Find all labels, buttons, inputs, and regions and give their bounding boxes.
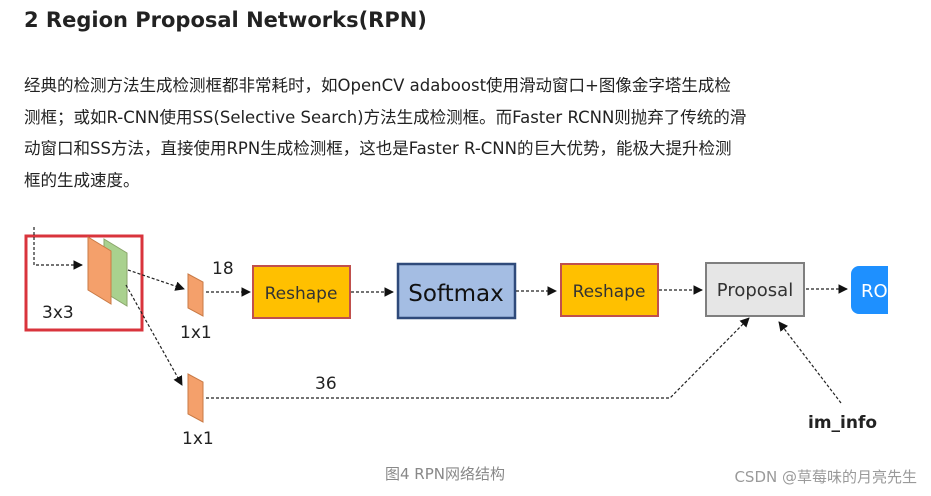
top-branch-label: 18 [212,259,234,279]
intro-paragraph: 经典的检测方法生成检测框都非常耗时，如OpenCV adaboost使用滑动窗口… [24,70,904,196]
csdn-watermark: CSDN @草莓味的月亮先生 [734,468,917,486]
feature-map-orange [87,236,112,305]
roi-label: RO [861,281,888,302]
paragraph-line: 测框；或如R-CNN使用SS(Selective Search)方法生成检测框。… [24,107,747,127]
proposal-box [705,262,805,317]
conv-to-bottom-kernel [125,284,183,386]
reshape-label-1: Reshape [265,284,338,304]
conv-to-top-kernel [127,269,185,291]
bottom-branch-label: 36 [315,374,337,394]
bottom-to-proposal-arrow [206,317,750,399]
top-kernel-label: 1x1 [180,323,212,343]
figure-caption: 图4 RPN网络结构 [385,465,506,483]
softmax-label: Softmax [408,281,504,307]
paragraph-line: 动窗口和SS方法，直接使用RPN生成检测框，这也是Faster R-CNN的巨大… [24,139,732,158]
paragraph-line: 经典的检测方法生成检测框都非常耗时，如OpenCV adaboost使用滑动窗口… [24,76,731,95]
top-kernel-shape [187,273,204,317]
bottom-kernel-label: 1x1 [182,429,214,449]
proposal-label: Proposal [717,280,793,301]
paragraph-line: 框的生成速度。 [24,170,140,190]
bottom-kernel-shape [187,373,204,423]
section-heading: 2 Region Proposal Networks(RPN) [24,8,427,32]
conv-label: 3x3 [42,303,74,323]
reshape-box-2 [560,263,659,317]
im-info-label: im_info [808,413,877,433]
reshape-label-2: Reshape [573,282,646,302]
softmax-box [396,262,517,320]
reshape-box-1 [252,265,351,319]
im-info-to-proposal-arrow [778,321,842,404]
roi-mask [888,220,931,340]
input-arrow [33,227,83,270]
conv-3x3-box [24,234,144,332]
